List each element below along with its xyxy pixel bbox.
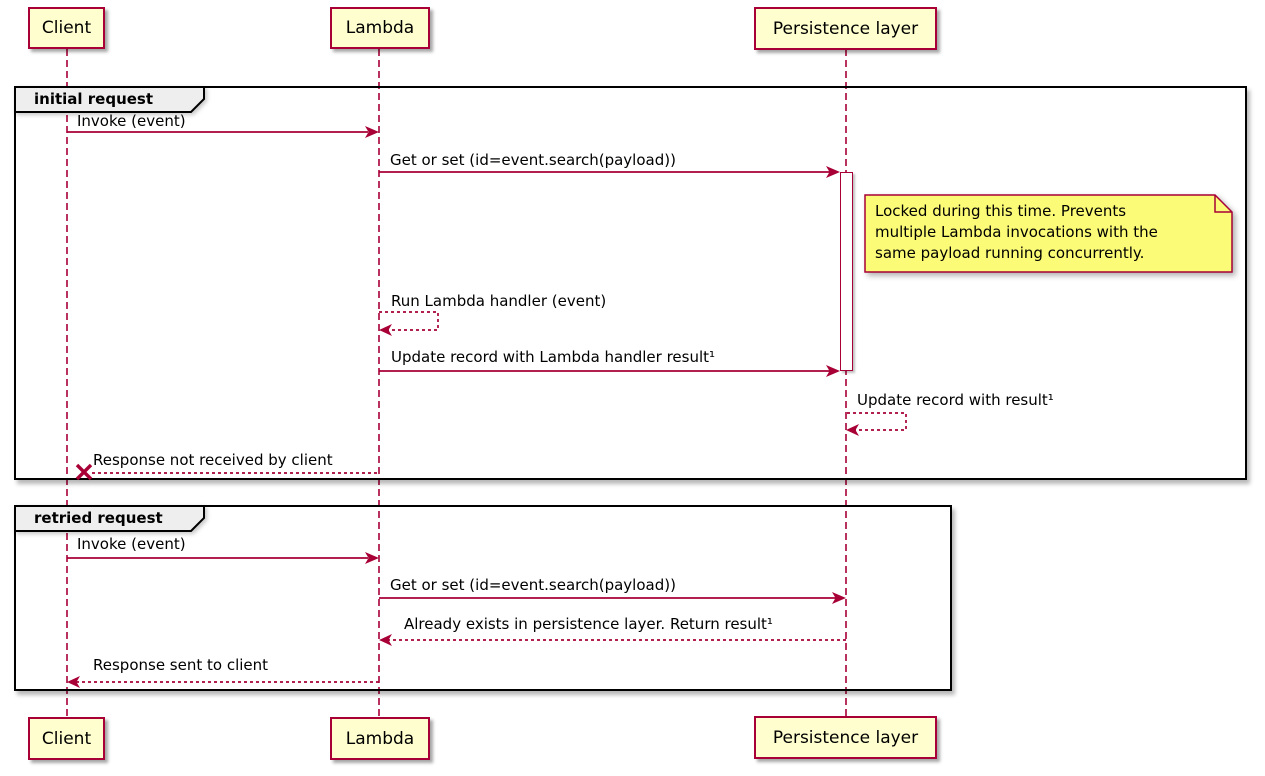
note-text: Locked during this time. Prevents multip… bbox=[875, 201, 1158, 264]
message-label-update-record-self: Update record with result¹ bbox=[857, 391, 1054, 409]
participant-box-lambda-top: Lambda bbox=[330, 7, 430, 49]
message-label-response-lost: Response not received by client bbox=[93, 451, 333, 469]
note-shape bbox=[864, 194, 1233, 273]
participant-box-persistence-bottom: Persistence layer bbox=[754, 716, 937, 759]
participant-box-lambda-bottom: Lambda bbox=[330, 717, 430, 760]
note-fold-corner bbox=[1214, 195, 1232, 213]
frame-retried-request bbox=[14, 505, 952, 691]
frame-initial-request-label: initial request bbox=[34, 90, 154, 108]
frame-retried-request-tab bbox=[14, 505, 205, 532]
note-line: same payload running concurrently. bbox=[875, 244, 1145, 262]
note-line: multiple Lambda invocations with the bbox=[875, 223, 1158, 241]
participant-box-client-top: Client bbox=[28, 7, 105, 49]
message-label-invoke-1: Invoke (event) bbox=[77, 112, 186, 130]
activation-bar-persistence bbox=[840, 172, 853, 371]
frame-tab-shape bbox=[14, 86, 205, 113]
note-line: Locked during this time. Prevents bbox=[875, 202, 1127, 220]
frame-initial-request bbox=[14, 86, 1247, 480]
message-label-invoke-2: Invoke (event) bbox=[77, 535, 186, 553]
frame-initial-request-tab bbox=[14, 86, 205, 113]
message-label-already-exists: Already exists in persistence layer. Ret… bbox=[404, 615, 773, 633]
message-label-run-handler: Run Lambda handler (event) bbox=[391, 292, 607, 310]
message-label-response-sent: Response sent to client bbox=[93, 656, 269, 674]
note-locked bbox=[864, 194, 1233, 273]
participant-box-client-bottom: Client bbox=[28, 717, 105, 760]
message-label-get-or-set-1: Get or set (id=event.search(payload)) bbox=[390, 151, 676, 169]
frame-tab-shape bbox=[14, 505, 205, 532]
frame-retried-request-label: retried request bbox=[34, 509, 163, 527]
participant-box-persistence-top: Persistence layer bbox=[754, 7, 937, 50]
message-label-update-record-1: Update record with Lambda handler result… bbox=[391, 348, 716, 366]
message-label-get-or-set-2: Get or set (id=event.search(payload)) bbox=[390, 576, 676, 594]
